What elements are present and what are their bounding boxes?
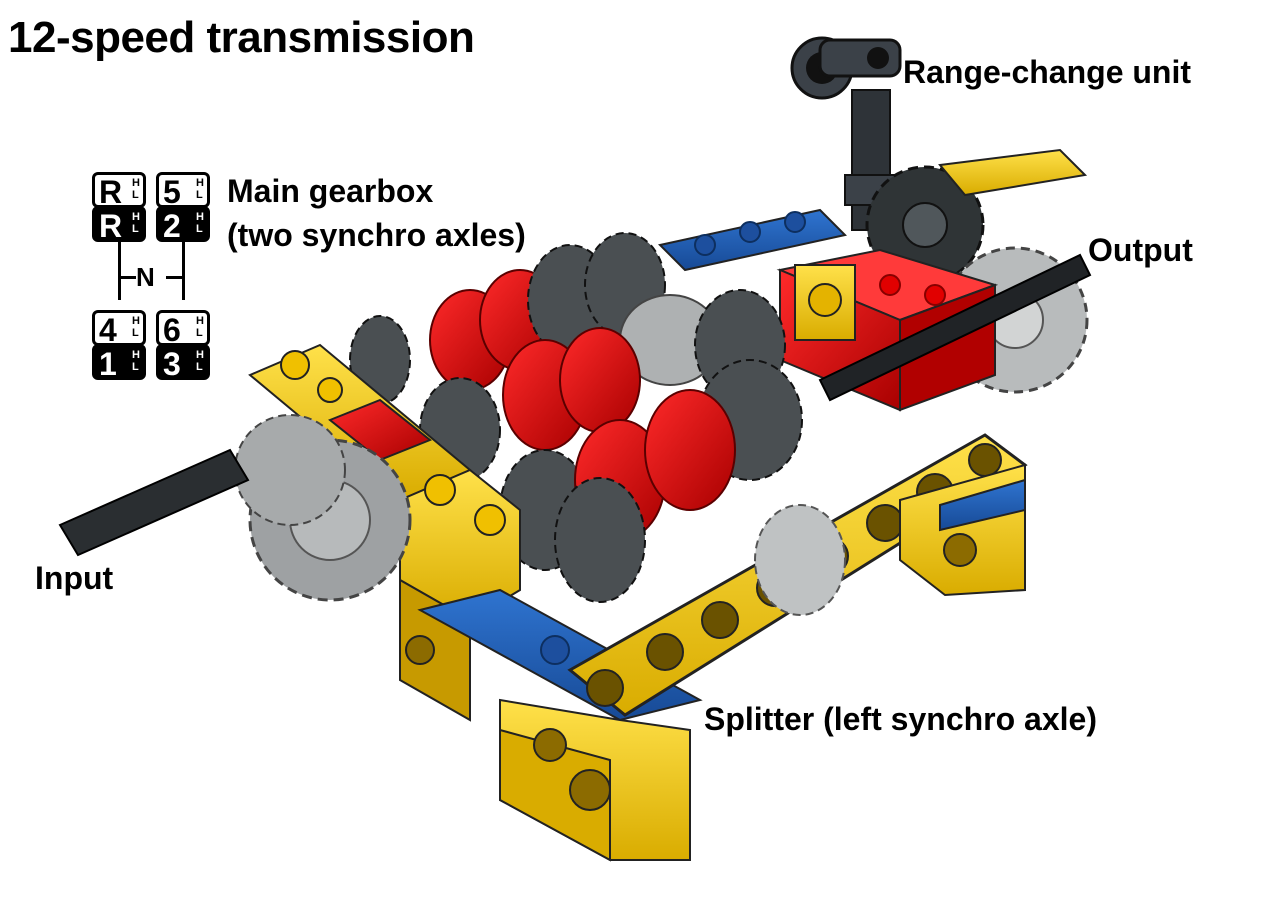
label-main-gearbox-detail: (two synchro axles) [227,217,526,253]
gate-line [182,242,185,300]
output-axle [818,253,1092,402]
neutral-label: N [136,262,155,292]
gate-line [118,276,136,279]
range-change-lever [790,36,902,231]
gear-number: 5 [163,174,181,210]
gear-number: 1 [99,346,117,382]
gear-number: 4 [99,312,117,348]
label-range-change-unit: Range-change unit [903,54,1192,90]
gate-line [118,242,121,300]
gear-number: 2 [163,208,181,244]
gear-number: R [99,208,123,244]
gate-line [166,276,185,279]
label-main-gearbox: Main gearbox [227,173,434,209]
label-splitter: Splitter (left synchro axle) [704,701,1097,737]
page-title: 12-speed transmission [8,13,475,62]
label-input: Input [35,560,114,596]
input-gears [58,414,412,602]
splitter-gear [754,504,846,616]
gear-number: 6 [163,312,181,348]
label-output: Output [1088,232,1193,268]
main-gear-bank [349,232,803,603]
rear-frame [657,148,1088,272]
gear-number: 3 [163,346,181,382]
gear-number: R [99,174,123,210]
